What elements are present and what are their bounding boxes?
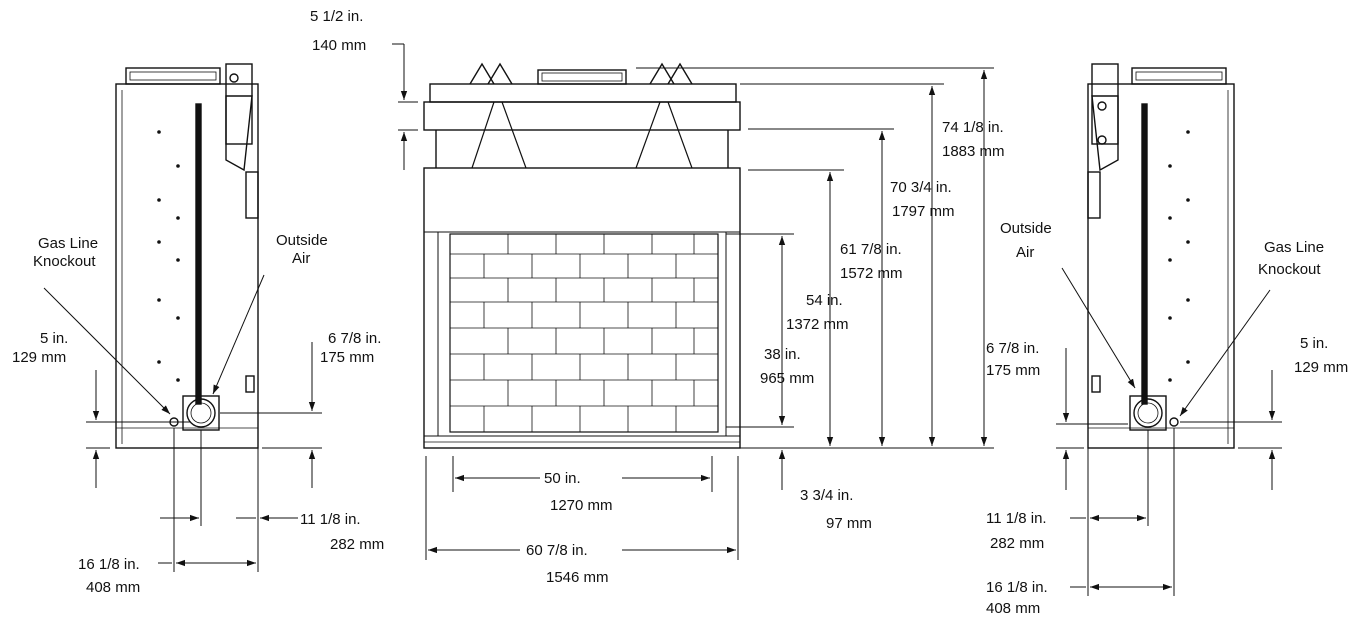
front-face-height-mm: 1572 mm [840, 265, 903, 282]
right-gas-depth-in: 16 1/8 in. [986, 579, 1048, 596]
left-gas-depth-mm: 408 mm [86, 579, 140, 596]
front-top-vent-plate [537, 69, 627, 85]
front-overall-width-in: 60 7/8 in. [526, 542, 588, 559]
front-opening-top-mm: 1372 mm [786, 316, 849, 333]
right-side-view [1087, 63, 1235, 449]
front-overall-width-mm: 1546 mm [546, 569, 609, 586]
firebox-brick-pattern [450, 234, 718, 432]
right-outside-air-label-2: Air [1016, 244, 1034, 261]
dimension-lines [43, 43, 1282, 596]
right-gas-height-mm: 129 mm [1294, 359, 1348, 376]
right-air-height-mm: 175 mm [986, 362, 1040, 379]
front-overall-height-mm: 1883 mm [942, 143, 1005, 160]
front-hood-height-in: 70 3/4 in. [890, 179, 952, 196]
left-side-view [115, 63, 259, 449]
front-view [423, 62, 741, 449]
front-right-standoffs [649, 62, 693, 85]
front-base-height-mm: 97 mm [826, 515, 872, 532]
right-gas-line-label-1: Gas Line [1264, 239, 1324, 256]
right-side-stiffener [1141, 103, 1148, 405]
right-body-outline [1087, 83, 1235, 449]
left-air-depth-mm: 282 mm [330, 536, 384, 553]
right-air-depth-mm: 282 mm [990, 535, 1044, 552]
front-top-flange [429, 83, 737, 103]
right-air-height-in: 6 7/8 in. [986, 340, 1039, 357]
front-top-offset-in: 5 1/2 in. [310, 8, 363, 25]
left-gas-line-label-2: Knockout [33, 253, 96, 270]
front-base-height-in: 3 3/4 in. [800, 487, 853, 504]
front-hood-height-mm: 1797 mm [892, 203, 955, 220]
left-gas-height-in: 5 in. [40, 330, 68, 347]
left-body-outline [115, 83, 259, 449]
firebox-opening [449, 233, 719, 433]
right-gas-depth-mm: 408 mm [986, 600, 1040, 617]
left-gas-height-mm: 129 mm [12, 349, 66, 366]
right-gas-height-in: 5 in. [1300, 335, 1328, 352]
left-outside-air-label-2: Air [292, 250, 310, 267]
left-air-height-in: 6 7/8 in. [328, 330, 381, 347]
right-gas-line-label-2: Knockout [1258, 261, 1321, 278]
left-side-stiffener [195, 103, 202, 405]
front-face-surround [423, 167, 741, 449]
right-top-vent-plate [1131, 67, 1227, 85]
front-opening-height-in: 38 in. [764, 346, 801, 363]
front-overall-height-in: 74 1/8 in. [942, 119, 1004, 136]
left-air-height-mm: 175 mm [320, 349, 374, 366]
front-top-offset-mm: 140 mm [312, 37, 366, 54]
left-outside-air-label-1: Outside [276, 232, 328, 249]
left-top-vent-plate [125, 67, 221, 85]
left-gas-depth-in: 16 1/8 in. [78, 556, 140, 573]
front-left-standoffs [469, 62, 513, 85]
labels: Gas Line Knockout Outside Air 5 in. 129 … [12, 8, 1348, 617]
left-gas-line-label-1: Gas Line [38, 235, 98, 252]
right-outside-air-collar [1129, 395, 1167, 431]
right-gas-knockout [1169, 417, 1179, 427]
front-opening-height-mm: 965 mm [760, 370, 814, 387]
front-face-height-in: 61 7/8 in. [840, 241, 902, 258]
left-air-depth-in: 11 1/8 in. [300, 511, 361, 528]
front-hood [423, 101, 741, 131]
front-opening-width-in: 50 in. [544, 470, 581, 487]
right-air-depth-in: 11 1/8 in. [986, 510, 1047, 527]
front-opening-top-in: 54 in. [806, 292, 843, 309]
front-opening-width-mm: 1270 mm [550, 497, 613, 514]
right-outside-air-label-1: Outside [1000, 220, 1052, 237]
